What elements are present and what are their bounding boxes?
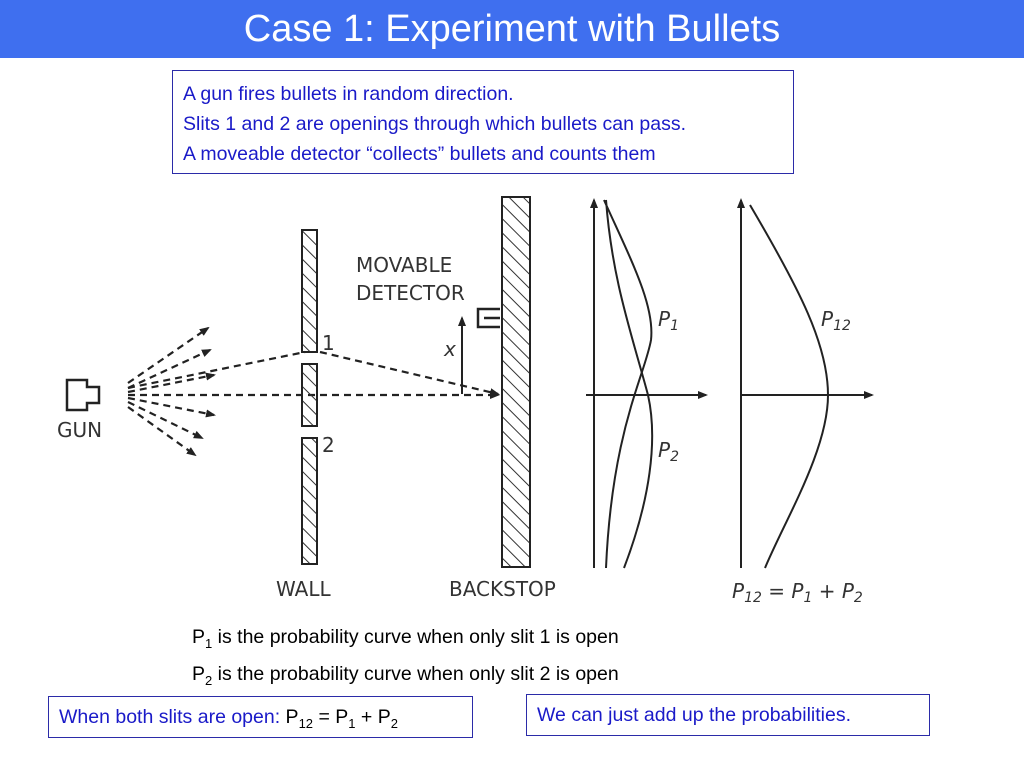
intro-box: A gun fires bullets in random direction.… (172, 70, 794, 174)
caption-line-1: P1 is the probability curve when only sl… (192, 626, 619, 651)
slit-1-label: 1 (322, 331, 335, 355)
p12-label: P12 (821, 307, 851, 334)
caption: P1 is the probability curve when only sl… (192, 622, 619, 696)
p12-curve (749, 204, 830, 569)
detector-label-line-1: MOVABLE (356, 253, 452, 277)
wall-label: WALL (276, 577, 332, 601)
backstop (501, 196, 531, 568)
p1-curve (603, 199, 653, 569)
backstop-label: BACKSTOP (449, 577, 556, 601)
intro-line-3: A moveable detector “collects” bullets a… (183, 143, 656, 165)
p12-equation: P12 = P1 + P2 (732, 579, 863, 606)
title-bar (0, 0, 1024, 58)
add-probabilities-box: We can just add up the probabilities. (526, 694, 930, 736)
caption-line-2: P2 is the probability curve when only sl… (192, 662, 619, 688)
gun-label: GUN (57, 418, 102, 442)
p2-label-letter: P2 (658, 438, 679, 465)
detector-label-line-2: DETECTOR (356, 281, 465, 305)
slit-2-label: 2 (322, 433, 335, 457)
p2-curve (605, 199, 654, 569)
p12-plot (737, 198, 874, 569)
intro-line-1: A gun fires bullets in random direction. (183, 83, 514, 105)
detector-icon[interactable] (476, 307, 500, 329)
slide-title: Case 1: Experiment with Bullets (243, 8, 781, 50)
intro-line-2: Slits 1 and 2 are openings through which… (183, 113, 686, 135)
p1-label-letter: P1 (658, 307, 679, 334)
x-label: x (443, 337, 456, 361)
wall (301, 229, 318, 565)
gun-icon (65, 378, 101, 412)
both-slits-box: When both slits are open: P12 = P1 + P2 (48, 696, 473, 738)
p1-p2-plot (586, 198, 708, 569)
